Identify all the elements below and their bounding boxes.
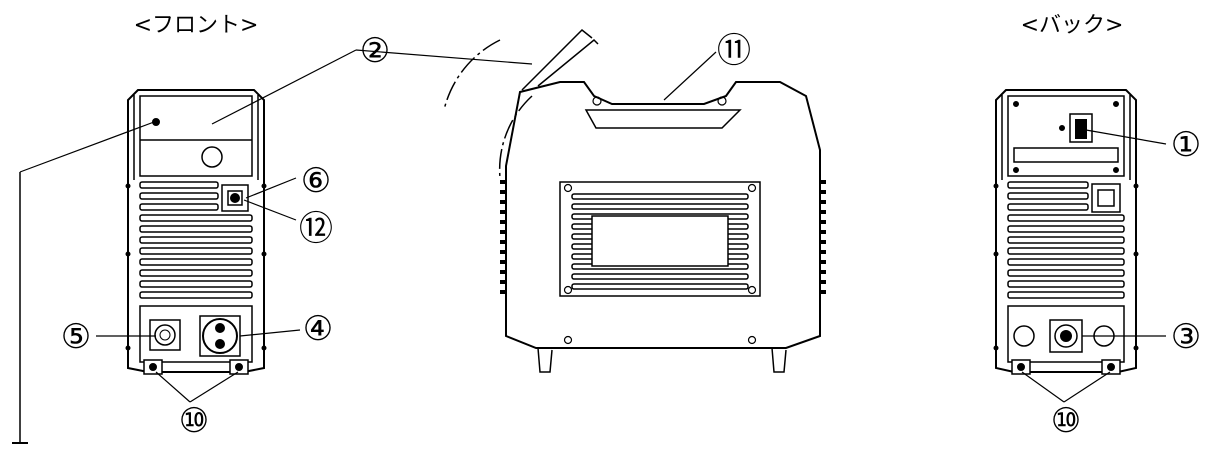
vent-slat — [139, 291, 253, 299]
vent-slat — [1007, 181, 1089, 189]
callout-11: ⑪ — [717, 31, 751, 71]
callout-4: ④ — [303, 309, 333, 349]
callout-10-front: ⑩ — [179, 401, 209, 441]
vent-slat — [139, 192, 219, 200]
vent-slat — [139, 236, 253, 244]
callout-1: ① — [1171, 125, 1201, 165]
front-vent-slats — [139, 181, 253, 299]
vent-slat — [1007, 258, 1125, 266]
vent-slat — [1007, 192, 1089, 200]
side-rib — [820, 280, 826, 284]
callout-10-back: ⑩ — [1051, 401, 1081, 441]
back-breaker-1 — [1069, 113, 1093, 143]
callout-6: ⑥ — [301, 161, 331, 201]
back-small-box — [1091, 183, 1121, 213]
side-rib — [500, 270, 506, 274]
side-label-plate — [591, 215, 729, 267]
side-rib — [820, 230, 826, 234]
front-knob — [201, 146, 223, 168]
side-rib — [820, 190, 826, 194]
vent-slat — [1007, 236, 1125, 244]
vent-slat — [139, 258, 253, 266]
side-rib — [500, 200, 506, 204]
side-rib — [500, 280, 506, 284]
vent-slat — [571, 193, 749, 200]
vent-slat — [1007, 291, 1125, 299]
back-view-title: <バック> — [1021, 13, 1124, 38]
side-rib — [820, 240, 826, 244]
side-rib — [820, 220, 826, 224]
vent-slat — [1007, 247, 1125, 255]
side-rib — [820, 270, 826, 274]
side-rib — [820, 250, 826, 254]
side-rib — [500, 180, 506, 184]
vent-slat — [571, 203, 749, 210]
front-bottom-panel — [139, 305, 253, 363]
callout-2: ② — [360, 31, 390, 71]
side-inner-panel — [559, 181, 761, 297]
vent-slat — [571, 283, 749, 290]
vent-slat — [1007, 225, 1125, 233]
handle-swing-arc — [498, 95, 533, 179]
front-top-panel — [139, 95, 253, 177]
vent-slat — [1007, 214, 1125, 222]
side-rib — [820, 180, 826, 184]
side-rib — [500, 190, 506, 194]
vent-slat — [139, 269, 253, 277]
side-rib — [820, 210, 826, 214]
vent-slat — [139, 203, 219, 211]
vent-slat — [1007, 280, 1125, 288]
front-view — [12, 49, 357, 444]
side-rib — [820, 260, 826, 264]
back-vent-slats — [1007, 181, 1125, 299]
vent-slat — [1007, 269, 1125, 277]
front-connector-5 — [149, 319, 181, 351]
vent-slat — [1007, 203, 1089, 211]
side-rib — [820, 290, 826, 294]
side-body-outline — [505, 81, 821, 349]
vent-slat — [139, 214, 253, 222]
side-rib — [500, 260, 506, 264]
callout-5: ⑤ — [61, 317, 91, 357]
side-rib — [500, 290, 506, 294]
vent-slat — [139, 181, 219, 189]
side-rib — [500, 230, 506, 234]
callout-3: ③ — [1171, 317, 1201, 357]
vent-slat — [139, 225, 253, 233]
vent-slat — [139, 247, 253, 255]
vent-slat — [571, 273, 749, 280]
side-handle-lifted — [521, 28, 599, 91]
callout-12: ⑫ — [299, 209, 333, 249]
side-rib — [820, 200, 826, 204]
side-rib — [500, 220, 506, 224]
side-rib — [500, 240, 506, 244]
side-rib — [500, 210, 506, 214]
front-view-title: <フロント> — [134, 13, 259, 38]
side-rib — [500, 250, 506, 254]
back-top-panel — [1007, 95, 1125, 177]
side-view — [355, 28, 826, 373]
vent-slat — [139, 280, 253, 288]
back-view — [993, 89, 1167, 403]
